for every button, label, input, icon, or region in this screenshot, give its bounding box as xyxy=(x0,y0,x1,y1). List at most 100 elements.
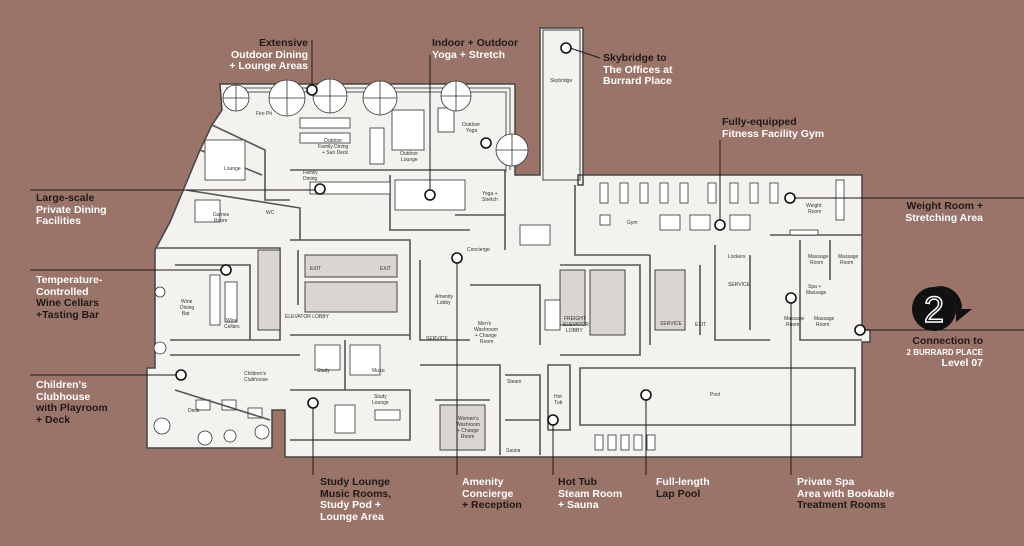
room-label-exit-2: EXIT xyxy=(380,266,391,272)
callout-connection: Connection to 2 BURRARD PLACE Level 07 xyxy=(888,335,983,369)
callout-lap-pool: Full-length Lap Pool xyxy=(656,476,710,500)
callout-childrens-line1: Children's xyxy=(36,379,87,391)
room-label-study-lounge-2: Lounge xyxy=(372,400,389,406)
room-label-weight-room-2: Room xyxy=(808,209,821,215)
room-label-freight-elevator-3: LOBBY xyxy=(566,328,583,334)
callout-weight-room-line1: Weight Room + xyxy=(906,200,983,212)
marker-outdoor-yoga xyxy=(480,137,492,149)
callout-outdoor-dining-line2: Outdoor Dining xyxy=(231,48,308,61)
room-label-freight-elevator-2: ELEVATOR xyxy=(563,322,589,328)
callout-connection-line1: Connection to xyxy=(912,335,983,347)
room-label-exit-3: EXIT xyxy=(695,322,706,328)
callout-study-line1: Study Lounge xyxy=(320,476,390,488)
callout-hottub-line2: Steam Room xyxy=(558,487,623,500)
callout-skybridge-line3: Burrard Place xyxy=(603,75,672,87)
room-label-wine-cellars-2: Cellars xyxy=(224,324,240,330)
room-label-concierge: Concierge xyxy=(467,247,490,253)
room-label-massage-room-2b: Room xyxy=(840,260,853,266)
room-label-wine-dining-2: Dining xyxy=(180,305,194,311)
callout-spa-line2: Area with Bookable xyxy=(797,487,895,500)
room-label-yoga-stretch: Yoga + xyxy=(482,191,498,197)
room-label-games-room-2: Room xyxy=(214,218,227,224)
callout-wine-cellars: Temperature- Controlled Wine Cellars +Ta… xyxy=(36,274,103,321)
room-label-childrens-clubhouse-2: Clubhouse xyxy=(244,377,268,383)
room-label-music: Music xyxy=(372,368,386,374)
trees xyxy=(222,78,529,167)
room-label-amenity-lobby-2: Lobby xyxy=(437,300,451,306)
callout-wine-cellars-line4: +Tasting Bar xyxy=(36,308,100,321)
level-badge-icon: 2 xyxy=(912,286,972,331)
room-label-outdoor-yoga-2: Yoga xyxy=(466,128,477,134)
room-label-massage-room-1b: Room xyxy=(810,260,823,266)
room-label-pool: Pool xyxy=(710,392,720,398)
building-cores xyxy=(257,249,686,451)
room-label-gym: Gym xyxy=(627,220,638,226)
room-label-service-1: SERVICE xyxy=(426,336,449,342)
room-label-wine-dining-3: Bar xyxy=(182,311,190,317)
room-label-exit-1: EXIT xyxy=(310,266,321,272)
room-label-massage-room-3b: Room xyxy=(786,322,799,328)
room-label-steam: Steam xyxy=(507,379,521,385)
callout-private-dining-line1: Large-scale xyxy=(36,192,95,204)
room-label-outdoor-lounge: Outdoor xyxy=(400,151,418,157)
callout-wine-cellars-line1: Temperature- xyxy=(36,274,103,286)
room-label-deck: Deck xyxy=(188,408,200,414)
callout-spa-line3: Treatment Rooms xyxy=(797,499,886,511)
room-labels: Skybridge Fire Pit Outdoor Family Dining… xyxy=(180,78,859,454)
room-label-freight-elevator: FREIGHT xyxy=(564,316,586,322)
callout-gym-line1: Fully-equipped xyxy=(722,116,797,128)
room-label-family-dining-2: Dining xyxy=(303,176,317,182)
skybridge-structure xyxy=(542,29,581,181)
marker-skybridge xyxy=(560,42,572,54)
callout-childrens-line3: with Playroom xyxy=(36,402,108,414)
room-label-outdoor-yoga: Outdoor xyxy=(462,122,480,128)
room-label-amenity-lobby: Amenity xyxy=(435,294,454,300)
room-label-wine-cellars: Wine xyxy=(226,318,238,324)
callout-wine-cellars-line3: Wine Cellars xyxy=(36,297,99,309)
room-label-family-dining: Family xyxy=(303,170,318,176)
room-label-service-3: SERVICE xyxy=(728,282,751,288)
outdoor-terrace xyxy=(226,87,511,172)
room-label-outdoor-lounge-2: Lounge xyxy=(401,157,418,163)
pool-loungers xyxy=(594,434,656,451)
room-label-massage-room-4b: Room xyxy=(816,322,829,328)
room-label-womens-washroom-2: Washroom xyxy=(456,422,480,428)
marker-weight-room xyxy=(784,192,796,204)
room-label-lockers: Lockers xyxy=(728,254,746,260)
room-label-yoga-stretch-2: Stretch xyxy=(482,197,498,203)
room-label-womens-washroom-4: Room xyxy=(461,434,474,440)
callout-concierge-line2: Concierge xyxy=(462,487,514,500)
room-label-wc: WC xyxy=(266,210,275,216)
room-label-outdoor-dining-3: + Sun Deck xyxy=(322,150,348,156)
room-label-weight-room: Weight xyxy=(806,203,822,209)
callout-private-dining-line3: Facilities xyxy=(36,215,81,227)
callout-childrens-clubhouse: Children's Clubhouse with Playroom + Dec… xyxy=(36,379,108,426)
room-label-womens-washroom-3: + Change xyxy=(457,428,479,434)
room-label-massage-room-4: Massage xyxy=(814,316,835,322)
callout-hottub-line1: Hot Tub xyxy=(558,476,597,488)
callout-gym: Fully-equipped Fitness Facility Gym xyxy=(722,116,824,140)
marker-gym xyxy=(714,219,726,231)
room-label-mens-washroom-4: Room xyxy=(480,339,493,345)
room-label-spa-massage: Spa + xyxy=(808,284,821,290)
level-badge-number: 2 xyxy=(924,289,944,330)
room-label-outdoor-dining-2: Family Dining xyxy=(318,144,349,150)
marker-outdoor-dining xyxy=(306,84,318,96)
marker-hot-tub xyxy=(547,414,559,426)
marker-wine-cellars xyxy=(220,264,232,276)
callout-study-lounge: Study Lounge Music Rooms, Study Pod + Lo… xyxy=(320,476,392,523)
room-label-hot-tub-2: Tub xyxy=(554,400,563,406)
callout-skybridge: Skybridge to The Offices at Burrard Plac… xyxy=(603,52,673,88)
gym-equipment xyxy=(599,179,845,236)
room-label-spa-massage-2: Massage xyxy=(806,290,827,296)
callout-study-line2: Music Rooms, xyxy=(320,487,392,500)
room-label-massage-room-1: Massage xyxy=(808,254,829,260)
callout-outdoor-dining-line1: Extensive xyxy=(258,37,308,49)
marker-lap-pool xyxy=(640,389,652,401)
callout-yoga-line1: Indoor + Outdoor xyxy=(432,37,519,49)
marker-study-lounge xyxy=(307,397,319,409)
callout-skybridge-line2: The Offices at xyxy=(603,63,673,76)
room-label-mens-washroom: Men's xyxy=(478,321,492,327)
callout-childrens-line2: Clubhouse xyxy=(36,390,91,403)
